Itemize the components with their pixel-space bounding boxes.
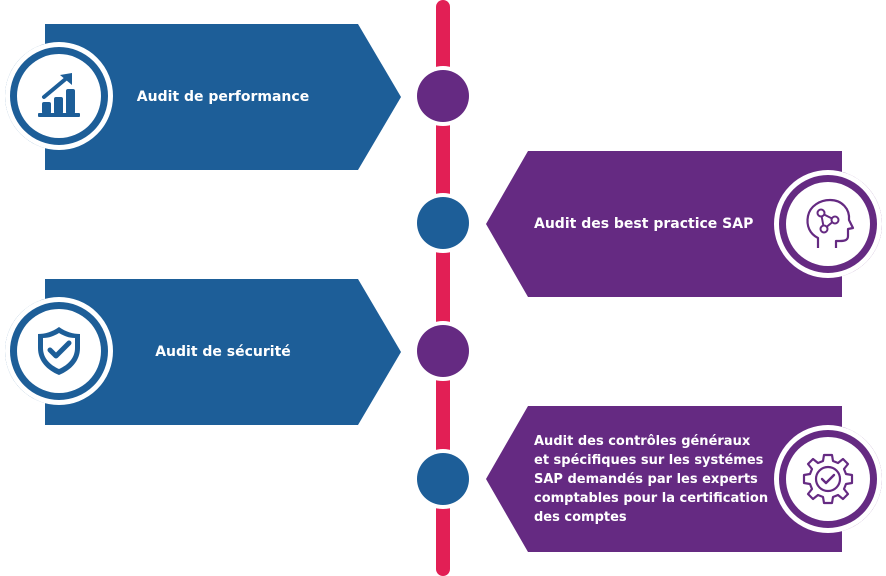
step-label: Audit des best practice SAP (534, 215, 754, 232)
step-audit-controles: Audit des contrôles généraux et spécifiq… (486, 406, 842, 552)
step-badge (774, 170, 882, 278)
growth-chart-icon (38, 73, 80, 117)
banner-shape (45, 24, 401, 170)
timeline-node (417, 325, 469, 377)
timeline-node (417, 70, 469, 122)
timeline-node (417, 453, 469, 505)
head-network-icon (806, 198, 855, 248)
step-badge (774, 425, 882, 533)
banner-shape (45, 279, 401, 425)
step-audit-performance: Audit de performance (45, 24, 401, 170)
banner-shape (486, 406, 842, 552)
step-label: Audit de sécurité (155, 343, 291, 360)
gear-check-icon (802, 453, 854, 505)
step-audit-securite: Audit de sécurité (45, 279, 401, 425)
step-label: Audit de performance (136, 88, 310, 105)
timeline-node (417, 197, 469, 249)
banner-shape (486, 151, 842, 297)
step-label: Audit des contrôles généraux et spécifiq… (534, 433, 769, 525)
timeline-line (436, 0, 450, 576)
shield-check-icon (38, 327, 80, 375)
step-badge (5, 297, 113, 405)
step-badge (5, 42, 113, 150)
step-audit-best-practice: Audit des best practice SAP (486, 151, 842, 297)
